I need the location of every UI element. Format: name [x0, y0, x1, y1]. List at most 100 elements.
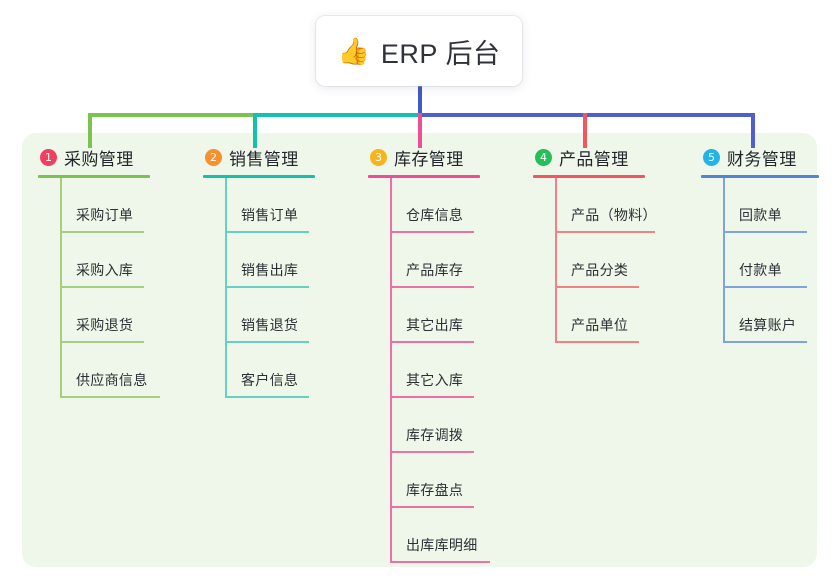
leaf-underline: [225, 286, 309, 288]
branch-number-badge: 5: [703, 148, 720, 166]
leaf-item[interactable]: 回款单: [723, 178, 839, 233]
leaf-underline: [723, 231, 807, 233]
branch-header-1[interactable]: 1 采购管理: [38, 146, 188, 169]
branch-column-4: 4 产品管理产品（物料） 产品分类产品单位: [533, 146, 683, 343]
branch-underline: [701, 175, 819, 178]
branch-header-4[interactable]: 4 产品管理: [533, 146, 683, 169]
leaf-underline: [390, 286, 474, 288]
leaf-item-label: 供应商信息: [76, 372, 148, 388]
branch-title: 产品管理: [559, 149, 629, 169]
leaf-item-label: 客户信息: [241, 372, 299, 388]
leaf-underline: [723, 286, 807, 288]
connector-drop-1: [88, 113, 92, 148]
leaf-item[interactable]: 其它出库: [390, 288, 518, 343]
connector-drop-3: [418, 113, 422, 148]
branch-column-5: 5 财务管理回款单付款单结算账户: [701, 146, 839, 343]
leaf-item-label: 采购入库: [76, 262, 134, 278]
leaf-item[interactable]: 结算账户: [723, 288, 839, 343]
leaf-item-label: 销售订单: [241, 207, 299, 223]
leaf-underline: [555, 341, 639, 343]
leaf-item[interactable]: 库存盘点: [390, 453, 518, 508]
leaf-item-label: 产品单位: [571, 317, 629, 333]
branch-column-3: 3 库存管理仓库信息产品库存其它出库其它入库库存调拨库存盘点出库库明细: [368, 146, 518, 563]
leaf-item[interactable]: 销售退货: [225, 288, 353, 343]
leaf-item[interactable]: 付款单: [723, 233, 839, 288]
leaf-underline: [60, 341, 144, 343]
leaf-underline: [390, 561, 490, 563]
leaf-item[interactable]: 采购退货: [60, 288, 188, 343]
leaf-item-label: 采购退货: [76, 317, 134, 333]
branch-header-3[interactable]: 3 库存管理: [368, 146, 518, 169]
leaf-item-label: 付款单: [739, 262, 782, 278]
leaf-item[interactable]: 仓库信息: [390, 178, 518, 233]
branch-number-badge: 2: [205, 148, 222, 166]
leaf-item-label: 仓库信息: [406, 207, 464, 223]
leaf-item[interactable]: 产品库存: [390, 233, 518, 288]
leaf-item-label: 结算账户: [739, 317, 797, 333]
leaf-item[interactable]: 供应商信息: [60, 343, 188, 398]
leaf-item-label: 产品库存: [406, 262, 464, 278]
connector-branch-green: [88, 113, 255, 117]
branch-header-2[interactable]: 2 销售管理: [203, 146, 353, 169]
branch-header-5[interactable]: 5 财务管理: [701, 146, 839, 169]
leaf-underline: [225, 341, 309, 343]
thumbs-up-icon: 👍: [337, 36, 370, 66]
leaf-item[interactable]: 产品分类: [555, 233, 683, 288]
leaf-item[interactable]: 销售出库: [225, 233, 353, 288]
leaf-list: 销售订单销售出库销售退货客户信息: [225, 178, 353, 398]
leaf-underline: [390, 231, 474, 233]
leaf-list: 采购订单采购入库采购退货供应商信息: [60, 178, 188, 398]
branch-underline: [38, 175, 150, 178]
leaf-item-label: 产品分类: [571, 262, 629, 278]
leaf-item-label: 回款单: [739, 207, 782, 223]
leaf-item[interactable]: 其它入库: [390, 343, 518, 398]
leaf-underline: [60, 396, 160, 398]
connector-drop-4: [583, 113, 587, 148]
leaf-item[interactable]: 采购入库: [60, 233, 188, 288]
branch-underline: [368, 175, 480, 178]
leaf-spine: [555, 178, 557, 343]
leaf-item[interactable]: 出库库明细: [390, 508, 518, 563]
root-title-card[interactable]: 👍 ERP 后台: [316, 16, 522, 86]
leaf-item-label: 销售出库: [241, 262, 299, 278]
leaf-item-label: 销售退货: [241, 317, 299, 333]
leaf-list: 回款单付款单结算账户: [723, 178, 839, 343]
branch-number-badge: 4: [535, 148, 552, 166]
branch-number-badge: 3: [370, 148, 387, 166]
leaf-underline: [390, 396, 474, 398]
leaf-item[interactable]: 采购订单: [60, 178, 188, 233]
leaf-item-label: 其它出库: [406, 317, 464, 333]
leaf-spine: [60, 178, 62, 398]
leaf-underline: [555, 231, 655, 233]
leaf-underline: [60, 231, 144, 233]
branch-column-2: 2 销售管理销售订单销售出库销售退货客户信息: [203, 146, 353, 398]
leaf-item-label: 采购订单: [76, 207, 134, 223]
leaf-item[interactable]: 客户信息: [225, 343, 353, 398]
leaf-item-label: 出库库明细: [406, 537, 478, 553]
leaf-item[interactable]: 销售订单: [225, 178, 353, 233]
leaf-underline: [390, 506, 474, 508]
leaf-item-label: 产品（物料）: [571, 207, 657, 223]
leaf-spine: [390, 178, 392, 563]
branch-number-badge: 1: [40, 148, 57, 166]
leaf-underline: [390, 451, 474, 453]
branch-underline: [533, 175, 645, 178]
connector-branch-teal: [253, 113, 420, 117]
leaf-underline: [555, 286, 639, 288]
leaf-item[interactable]: 库存调拨: [390, 398, 518, 453]
branch-underline: [203, 175, 315, 178]
leaf-item[interactable]: 产品单位: [555, 288, 683, 343]
branch-title: 财务管理: [727, 149, 797, 169]
branch-title: 库存管理: [394, 149, 464, 169]
leaf-item-label: 其它入库: [406, 372, 464, 388]
leaf-item[interactable]: 产品（物料）: [555, 178, 683, 233]
branch-column-1: 1 采购管理采购订单采购入库采购退货供应商信息: [38, 146, 188, 398]
leaf-spine: [225, 178, 227, 398]
connector-drop-5: [751, 113, 755, 148]
leaf-underline: [225, 231, 309, 233]
leaf-item-label: 库存盘点: [406, 482, 464, 498]
branch-title: 采购管理: [64, 149, 134, 169]
branch-title: 销售管理: [229, 149, 299, 169]
connector-root-stem: [418, 86, 422, 116]
